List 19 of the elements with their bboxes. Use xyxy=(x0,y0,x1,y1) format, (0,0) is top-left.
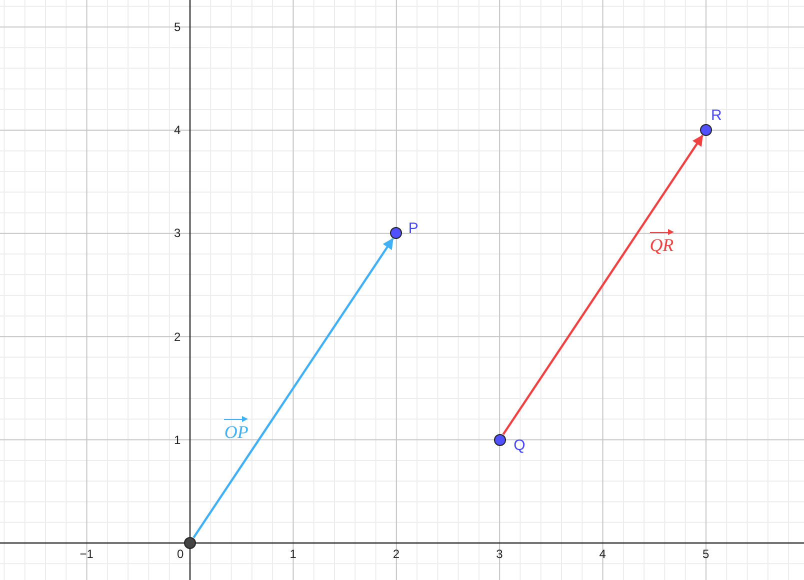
tick-label: 1 xyxy=(174,432,181,447)
tick-label: 1 xyxy=(290,547,296,561)
tick-label: 3 xyxy=(496,547,503,561)
tick-label: 4 xyxy=(174,123,181,138)
point-label: P xyxy=(408,221,418,238)
tick-label: 2 xyxy=(392,547,400,561)
tick-label: 3 xyxy=(174,226,181,240)
vector-label: QR xyxy=(650,229,674,254)
tick-label: 2 xyxy=(174,330,181,344)
tick-label: 5 xyxy=(702,547,710,561)
tick-label: 0 xyxy=(177,547,184,561)
point-label: Q xyxy=(514,438,526,454)
tick-label: 5 xyxy=(174,20,181,34)
point-label: R xyxy=(711,108,722,124)
tick-label: 4 xyxy=(599,547,606,561)
vector-arrow xyxy=(502,134,704,435)
tick-label: −1 xyxy=(80,547,94,561)
vector-arrow xyxy=(192,238,394,538)
vector-label: OP xyxy=(224,416,248,441)
